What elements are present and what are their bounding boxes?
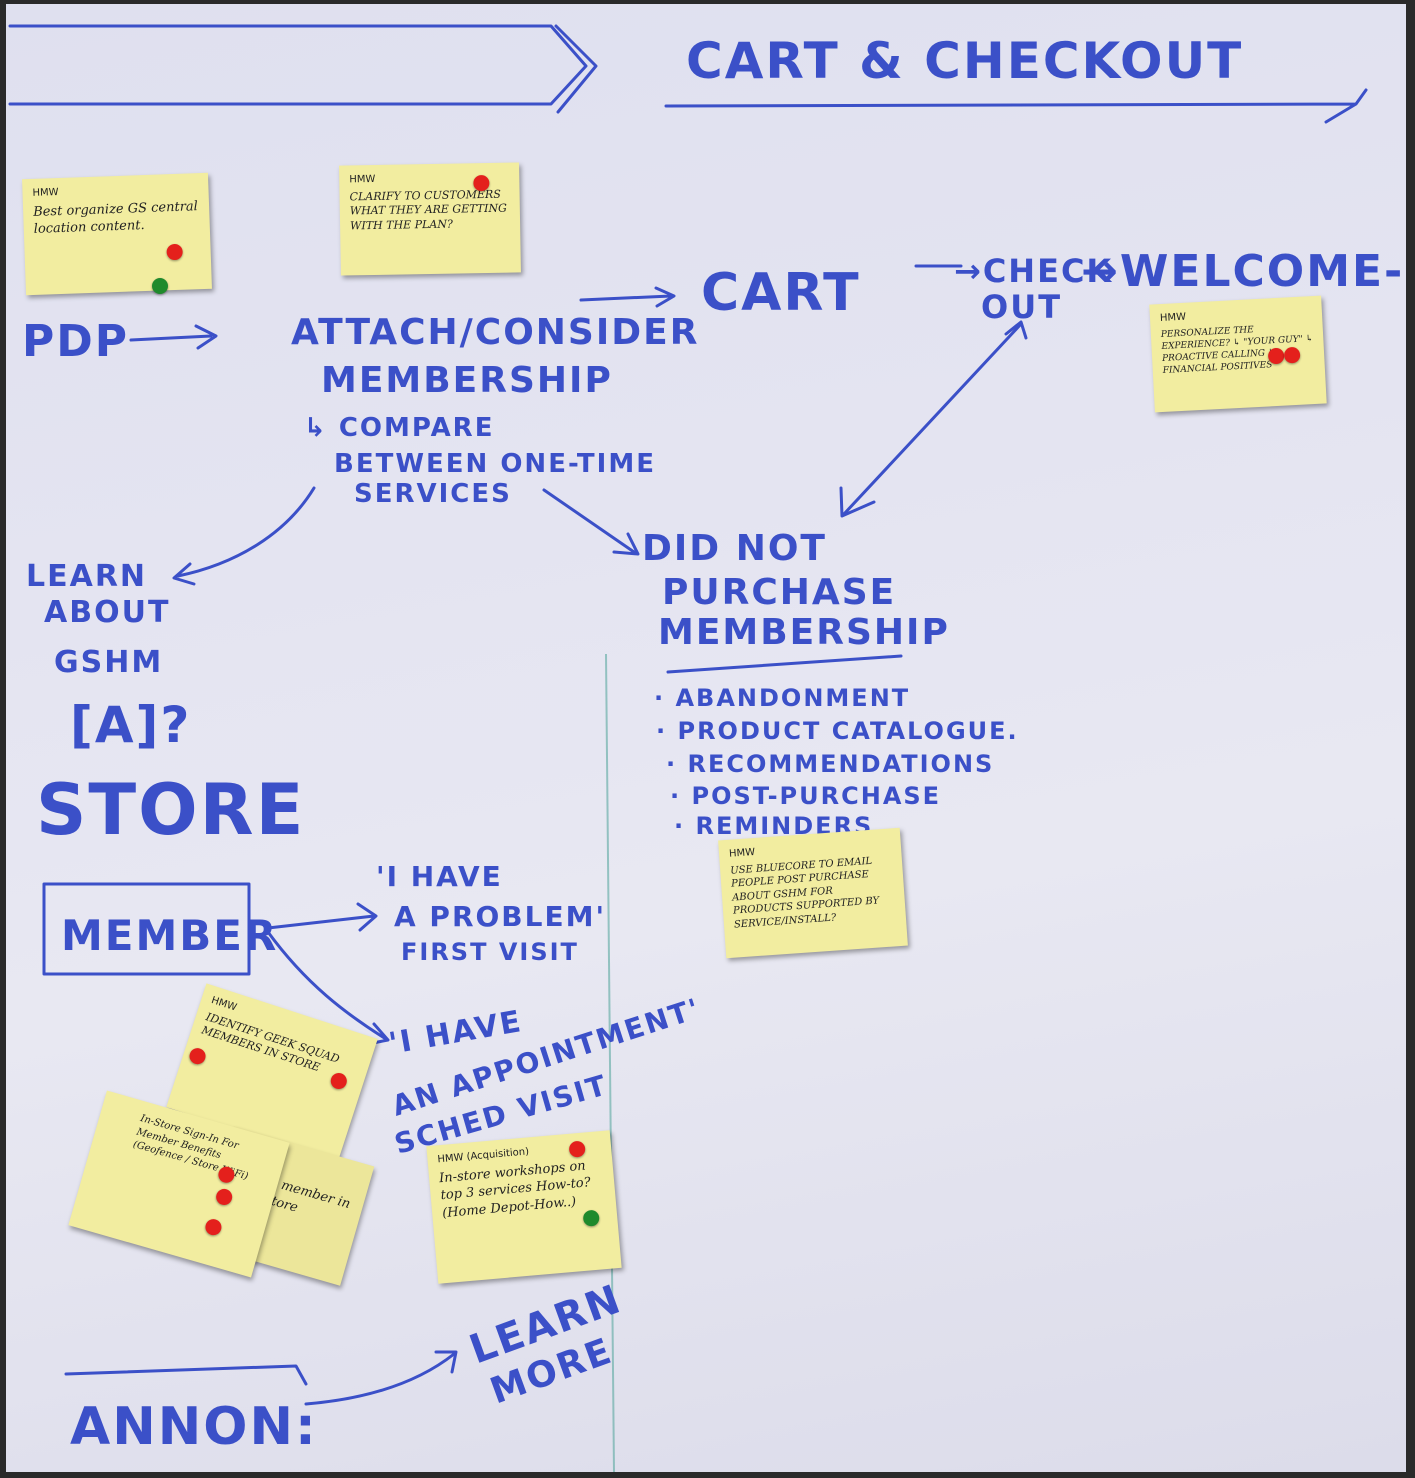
problem-line2: A PROBLEM' xyxy=(394,900,606,933)
store-title: STORE xyxy=(36,769,305,851)
did-not-line1: DID NOT xyxy=(642,528,827,569)
red-vote-dot xyxy=(568,1140,586,1158)
whiteboard: CART & CHECKOUT PDP ATTACH/CONSIDER MEMB… xyxy=(6,4,1406,1472)
red-vote-dot xyxy=(187,1046,208,1067)
checkout-line1: →CHECK xyxy=(954,252,1113,290)
red-vote-dot xyxy=(166,243,183,261)
member-box xyxy=(42,882,251,976)
did-not-line3: MEMBERSHIP xyxy=(658,612,950,653)
note-text: USE BLUECORE TO EMAIL PEOPLE POST PURCHA… xyxy=(729,855,880,931)
anon-bracket xyxy=(64,1364,308,1386)
sticky-note-clarify: HMW CLARIFY TO CUSTOMERS WHAT THEY ARE G… xyxy=(339,162,521,276)
pdp-label: PDP xyxy=(22,316,129,367)
header-chevron-second xyxy=(554,24,598,114)
sticky-note-personalize: HMW PERSONALIZE THE EXPERIENCE? ↳ "YOUR … xyxy=(1149,295,1327,413)
anon-label: ANNON: xyxy=(70,1397,318,1457)
attach-line2: MEMBERSHIP xyxy=(321,360,613,401)
problem-line3: FIRST VISIT xyxy=(401,938,579,966)
learn-line3: GSHM xyxy=(54,645,163,680)
bullet-2: · PRODUCT CATALOGUE. xyxy=(656,717,1019,745)
problem-line1: 'I HAVE xyxy=(376,860,503,893)
bullet-1: · ABANDONMENT xyxy=(654,684,910,712)
note-text: Best organize GS central location conten… xyxy=(32,198,199,237)
sticky-note-bluecore: HMW USE BLUECORE TO EMAIL PEOPLE POST PU… xyxy=(718,827,908,959)
did-not-line2: PURCHASE xyxy=(662,572,896,613)
did-not-underline xyxy=(666,654,903,674)
pdp-arrow xyxy=(129,324,218,350)
whiteboard-ink: CART & CHECKOUT PDP ATTACH/CONSIDER MEMB… xyxy=(8,24,1404,1472)
sticky-note-workshops: HMW (Acquisition) In-store workshops on … xyxy=(426,1130,622,1284)
red-vote-dot xyxy=(203,1217,224,1238)
note-text: CLARIFY TO CUSTOMERS WHAT THEY ARE GETTI… xyxy=(349,187,507,233)
header-title: CART & CHECKOUT xyxy=(686,32,1243,90)
cart-label: CART xyxy=(701,263,861,323)
learn-arrow xyxy=(172,486,316,586)
learn-line4: [A]? xyxy=(70,696,191,754)
green-vote-dot xyxy=(582,1209,600,1227)
attach-to-cart-arrow xyxy=(579,286,676,308)
sticky-note-organize: HMW Best organize GS central location co… xyxy=(22,172,212,296)
compare-line1: ↳ COMPARE xyxy=(304,413,494,443)
green-vote-dot xyxy=(152,278,168,294)
learn-line2: ABOUT xyxy=(44,595,170,630)
checkout-to-did-not-arrow xyxy=(839,322,1023,518)
welcome-label: →WELCOME- xyxy=(1081,246,1404,297)
red-vote-dot xyxy=(214,1187,235,1207)
member-problem-arrow xyxy=(266,902,378,932)
divider-line xyxy=(605,653,615,1472)
checkout-arrowhead xyxy=(1004,320,1028,340)
services-to-did-not-arrow xyxy=(542,488,640,556)
checkout-line2: OUT xyxy=(981,288,1062,326)
compare-line2: BETWEEN ONE-TIME xyxy=(334,449,656,479)
bullet-4: · POST-PURCHASE xyxy=(670,782,941,810)
header-arrow xyxy=(664,88,1368,124)
header-chevron-band xyxy=(8,24,588,106)
learn-line1: LEARN xyxy=(26,559,147,594)
compare-line3: SERVICES xyxy=(354,479,512,509)
attach-line1: ATTACH/CONSIDER xyxy=(291,312,699,353)
anon-arrow xyxy=(304,1350,458,1406)
member-label: MEMBER xyxy=(61,911,278,960)
bullet-3: · RECOMMENDATIONS xyxy=(666,750,994,778)
note-text: In-store workshops on top 3 services How… xyxy=(438,1158,592,1221)
